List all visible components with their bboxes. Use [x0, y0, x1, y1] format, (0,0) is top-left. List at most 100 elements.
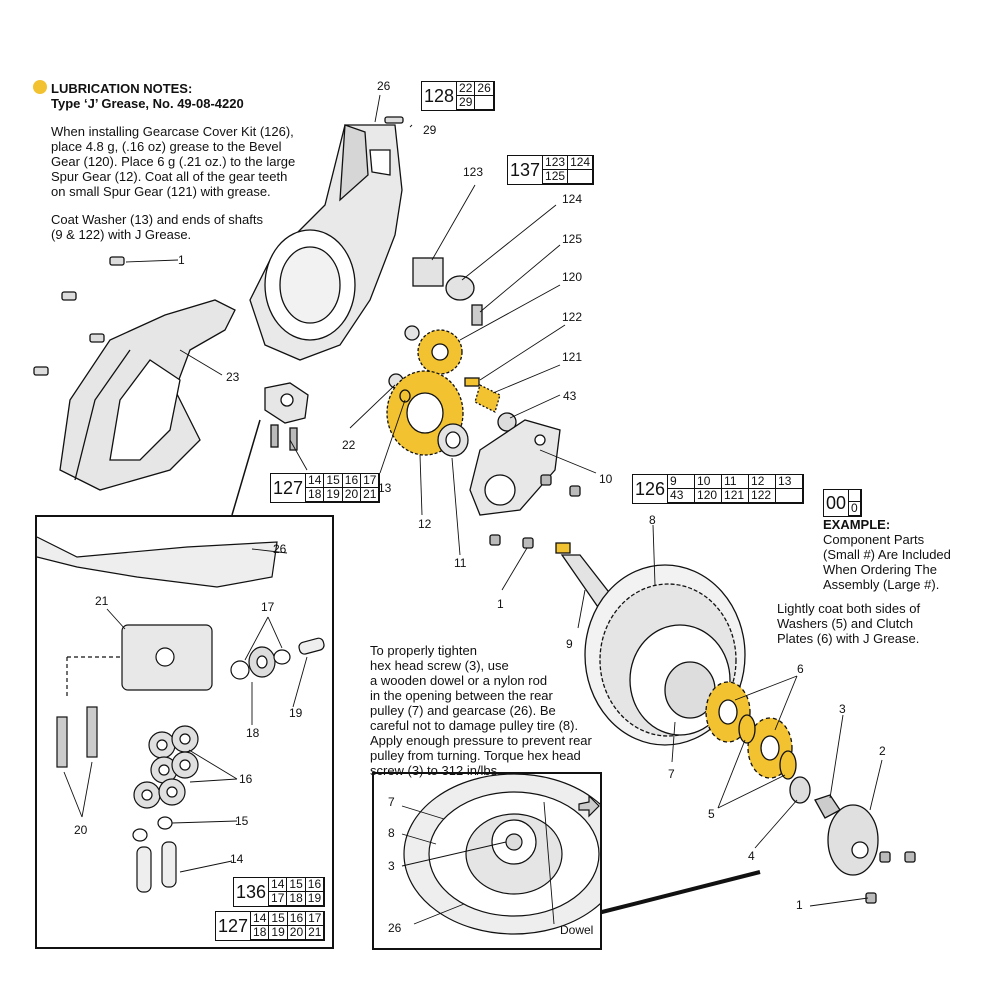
kit-127-box-bottom: 127 14 15 16 17 18 19 20 21: [215, 911, 326, 941]
callout-16: 16: [239, 772, 253, 786]
kit-number: 136: [234, 878, 270, 906]
torque-line: in the opening between the rear: [370, 688, 553, 703]
kit-part: 18: [287, 892, 306, 906]
kit-number: 137: [508, 156, 544, 184]
callout-7: 7: [388, 795, 395, 809]
kit-part: 11: [722, 475, 750, 489]
example-box: 00 0: [823, 489, 862, 517]
screws-1-center: [489, 474, 581, 549]
example-line: When Ordering The: [823, 562, 937, 577]
callout-21: 21: [95, 594, 109, 608]
kit-part: 17: [361, 474, 380, 488]
callout-122: 122: [562, 310, 583, 324]
kit-part: 10: [695, 475, 723, 489]
washer-5a: [738, 714, 756, 744]
kit-number: 126: [633, 475, 669, 503]
torque-line: a wooden dowel or a nylon rod: [370, 673, 548, 688]
torque-line: careful not to damage pulley tire (8).: [370, 718, 579, 733]
callout-6: 6: [797, 662, 804, 676]
kit-137-box: 137 123 124 125: [507, 155, 595, 185]
callout-10: 10: [599, 472, 613, 486]
callout-26: 26: [273, 542, 287, 556]
callout-1: 1: [178, 253, 185, 267]
bevel-gear-120: [417, 329, 463, 375]
kit-part: 14: [269, 878, 288, 892]
kit-part: 17: [269, 892, 288, 906]
lubrication-dot-icon: [33, 80, 47, 94]
callout-7: 7: [668, 767, 675, 781]
kit-part: 15: [269, 912, 288, 926]
callout-13: 13: [378, 481, 392, 495]
callout-26: 26: [388, 921, 402, 935]
bracket-part-top: [264, 382, 309, 451]
example-notes: EXAMPLE: Component Parts (Small #) Are I…: [823, 517, 993, 592]
kit-part: 125: [543, 170, 569, 184]
washer-note-line: Lightly coat both sides of: [777, 601, 921, 616]
kit-part: 14: [306, 474, 325, 488]
kit-part: 18: [251, 926, 270, 940]
kit-part: 12: [749, 475, 777, 489]
washer-13: [399, 389, 411, 403]
lubrication-notes: LUBRICATION NOTES: Type ‘J’ Grease, No. …: [51, 81, 331, 242]
kit-part: 15: [287, 878, 306, 892]
callout-26: 26: [377, 79, 391, 93]
callout-9: 9: [566, 637, 573, 651]
kit-part: 15: [324, 474, 343, 488]
kit-number: 127: [271, 474, 307, 502]
blade-guard-part: [59, 299, 236, 491]
notes-line: When installing Gearcase Cover Kit (126)…: [51, 124, 294, 139]
gearcase-part: [249, 124, 403, 361]
notes-line: Spur Gear (12). Coat all of the gear tee…: [51, 169, 288, 184]
callout-120: 120: [562, 270, 583, 284]
parts-123-124-125: [412, 257, 483, 326]
callout-17: 17: [261, 600, 275, 614]
notes-line: Coat Washer (13) and ends of shafts: [51, 212, 263, 227]
kit-128-box: 128 22 26 29: [421, 81, 495, 111]
notes-line: on small Spur Gear (121) with grease.: [51, 184, 271, 199]
bracket-detail-drawing: [37, 536, 325, 893]
notes-title: LUBRICATION NOTES:: [51, 81, 193, 96]
washer-4: [789, 776, 811, 804]
kit-127-box-top: 127 14 15 16 17 18 19 20 21: [270, 473, 381, 503]
torque-line: To properly tighten: [370, 643, 477, 658]
kit-part: 21: [361, 488, 380, 502]
callout-124: 124: [562, 192, 583, 206]
kit-part: 26: [475, 82, 494, 96]
notes-line: (9 & 122) with J Grease.: [51, 227, 192, 242]
washer-5b: [779, 750, 797, 780]
notes-grease: Type ‘J’ Grease, No. 49-08-4220: [51, 96, 244, 111]
callout-19: 19: [289, 706, 303, 720]
callout-14: 14: [230, 852, 244, 866]
callout-22: 22: [342, 438, 356, 452]
callout-dowel: Dowel: [560, 923, 594, 937]
kit-part: 20: [342, 488, 362, 502]
kit-part: 19: [305, 892, 325, 906]
torque-line: pulley from turning. Torque hex head: [370, 748, 581, 763]
detail-pointer-line: [597, 870, 761, 915]
screws-1-left: [33, 256, 125, 376]
washer-note: Lightly coat both sides of Washers (5) a…: [777, 601, 987, 646]
example-small: 0: [849, 502, 861, 516]
kit-part: 17: [306, 912, 325, 926]
kit-part: 29: [457, 96, 476, 110]
callout-11: 11: [454, 556, 467, 570]
kit-part: 19: [269, 926, 288, 940]
callout-12: 12: [418, 517, 432, 531]
callout-8: 8: [388, 826, 395, 840]
washer-note-line: Washers (5) and Clutch: [777, 616, 914, 631]
leader-lines: [125, 94, 883, 907]
callout-1: 1: [796, 898, 803, 912]
kit-part: 22: [457, 82, 476, 96]
kit-part: 20: [287, 926, 307, 940]
kit-part: 14: [251, 912, 270, 926]
cover-2: [827, 804, 879, 876]
kit-part: 16: [305, 878, 325, 892]
kit-part: 16: [287, 912, 307, 926]
bearing-11: [437, 423, 469, 457]
torque-line: Apply enough pressure to prevent rear: [370, 733, 592, 748]
inset-pointer-line: [231, 419, 261, 516]
kit-part: 16: [342, 474, 362, 488]
kit-part: 21: [306, 926, 325, 940]
callout-8: 8: [649, 513, 656, 527]
